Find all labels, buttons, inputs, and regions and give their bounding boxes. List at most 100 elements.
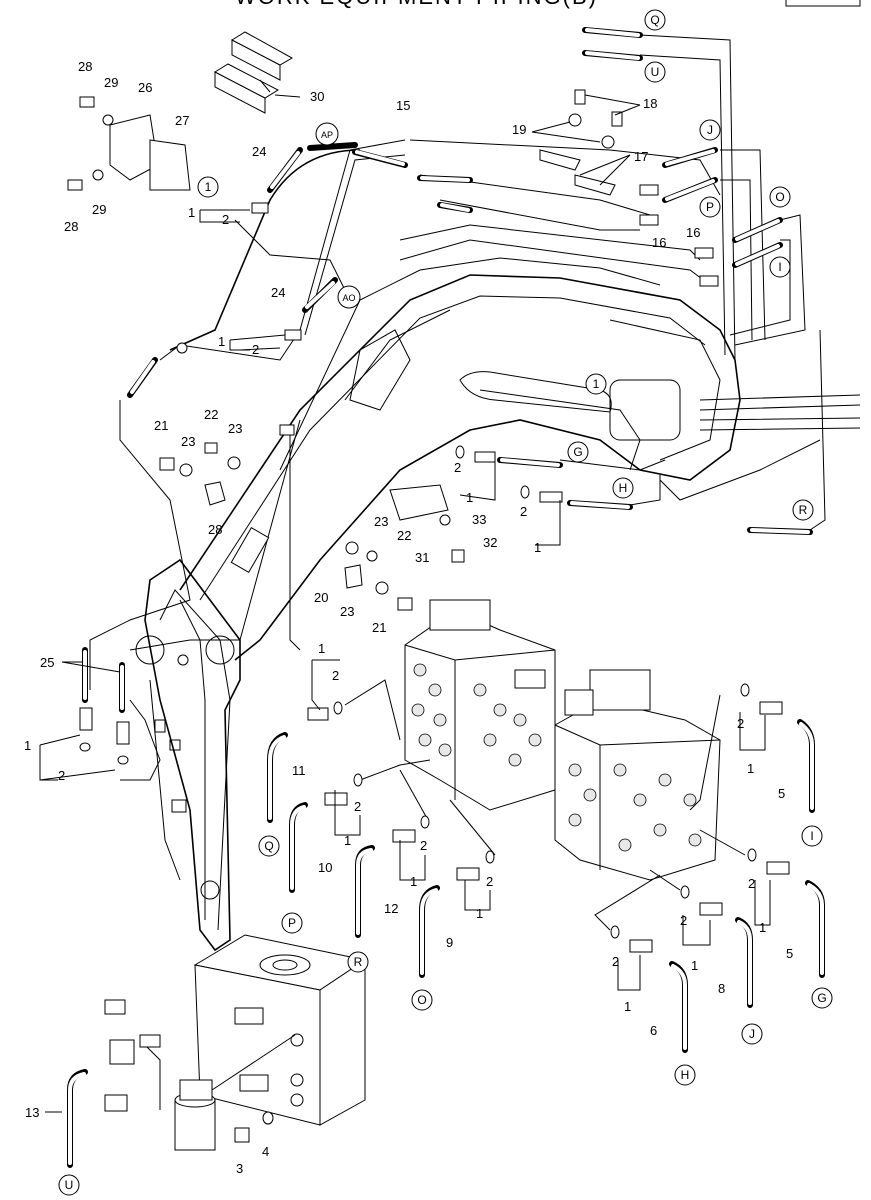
callout-g-mid: G (567, 441, 589, 463)
part-number: 28 (78, 59, 92, 74)
part-number: 32 (483, 535, 497, 550)
part-number: 1 (188, 205, 195, 220)
part-number: 22 (397, 528, 411, 543)
callout-1-boom: 1 (585, 373, 607, 395)
part-number: 2 (520, 504, 527, 519)
callout-r-mid: R (792, 499, 814, 521)
part-number: 29 (92, 202, 106, 217)
callout-u-bottom: U (58, 1174, 80, 1196)
upper-right-hoses (417, 27, 813, 535)
callout-g-bottom: G (811, 987, 833, 1009)
part-number: 1 (534, 540, 541, 555)
part-number: 12 (384, 901, 398, 916)
small-fittings (251, 184, 719, 503)
part-number: 1 (344, 833, 351, 848)
callout-p-top: P (699, 196, 721, 218)
callout-1-bracket: 1 (197, 176, 219, 198)
part-number: 16 (686, 225, 700, 240)
part-number: 19 (512, 122, 526, 137)
leader-brackets (39, 79, 771, 1113)
svg-text:U: U (65, 1178, 74, 1192)
svg-text:R: R (354, 955, 363, 969)
svg-text:H: H (619, 481, 628, 495)
part-number: 2 (486, 874, 493, 889)
part-number: 2 (354, 799, 361, 814)
callout-ao: AO (337, 285, 361, 309)
part-number: 5 (778, 786, 785, 801)
callout-p-bottom: P (281, 912, 303, 934)
callout-q-bottom: Q (258, 835, 280, 857)
part-number: 1 (759, 920, 766, 935)
part-number: 31 (415, 550, 429, 565)
part-number: 1 (218, 334, 225, 349)
svg-text:R: R (799, 503, 808, 517)
fitting-icon (639, 184, 659, 196)
part-number: 2 (222, 212, 229, 227)
hydraulic-tank (193, 934, 367, 1126)
svg-text:J: J (749, 1027, 755, 1041)
part-number: 23 (181, 434, 195, 449)
part-number: 13 (25, 1105, 39, 1120)
part-number: 15 (396, 98, 410, 113)
part-number: 27 (175, 113, 189, 128)
part-labels: 28 29 26 27 29 28 30 15 24 1 2 24 1 2 18… (24, 59, 793, 1176)
callouts: Q U AP AO J P O I 1 1 G H R Q P R O I G … (58, 9, 833, 1196)
callout-i-bottom: I (801, 825, 823, 847)
hose-24-upper (267, 142, 358, 193)
part-number: 1 (410, 874, 417, 889)
part-number: 10 (318, 860, 332, 875)
part-number: 1 (466, 490, 473, 505)
svg-text:U: U (651, 65, 660, 79)
hose-24-lower (302, 277, 338, 313)
part-number: 20 (314, 590, 328, 605)
part-number: 2 (454, 460, 461, 475)
svg-text:I: I (810, 829, 813, 843)
control-valve-left (404, 599, 556, 811)
part-number: 2 (420, 838, 427, 853)
page-box (785, 0, 861, 7)
part-number: 29 (104, 75, 118, 90)
callout-u-top: U (644, 61, 666, 83)
callout-ap: AP (315, 122, 339, 146)
part-number: 1 (24, 738, 31, 753)
callout-j-bottom: J (741, 1023, 763, 1045)
svg-text:AO: AO (342, 293, 355, 303)
part-number: 30 (310, 89, 324, 104)
clamp-parts (159, 442, 465, 611)
callout-o-bottom: O (411, 989, 433, 1011)
callout-j-top: J (699, 119, 721, 141)
part-number: 33 (472, 512, 486, 527)
callout-r-bottom: R (347, 951, 369, 973)
svg-text:Q: Q (264, 839, 273, 853)
part-number: 1 (747, 761, 754, 776)
part-number: 9 (446, 935, 453, 950)
tee-fittings (104, 999, 274, 1143)
svg-text:Q: Q (650, 13, 659, 27)
filter (144, 1034, 296, 1151)
callout-q-top: Q (644, 9, 666, 31)
part-number: 23 (228, 421, 242, 436)
part-number: 8 (718, 981, 725, 996)
clamp-plates-17 (539, 89, 623, 196)
svg-text:O: O (775, 190, 784, 204)
part-number: 6 (650, 1023, 657, 1038)
svg-text:1: 1 (593, 377, 600, 391)
part-number: 2 (332, 668, 339, 683)
valve-leaders (344, 679, 746, 931)
part-number: 28 (64, 219, 78, 234)
part-number: 11 (292, 763, 306, 778)
hose-25 (79, 647, 130, 765)
part-number: 1 (318, 641, 325, 656)
boom-structure (129, 257, 861, 952)
part-number: 22 (204, 407, 218, 422)
part-number: 25 (40, 655, 54, 670)
part-number: 24 (252, 144, 266, 159)
svg-text:I: I (778, 260, 781, 274)
rubber-block-30 (213, 31, 294, 114)
diagram-title: WORK EQUIPMENT PIPING(B) (235, 0, 598, 9)
callout-h-bottom: H (674, 1064, 696, 1086)
part-number: 1 (624, 999, 631, 1014)
svg-text:O: O (417, 993, 426, 1007)
bracket-26-27 (67, 96, 191, 191)
part-number: 21 (154, 418, 168, 433)
